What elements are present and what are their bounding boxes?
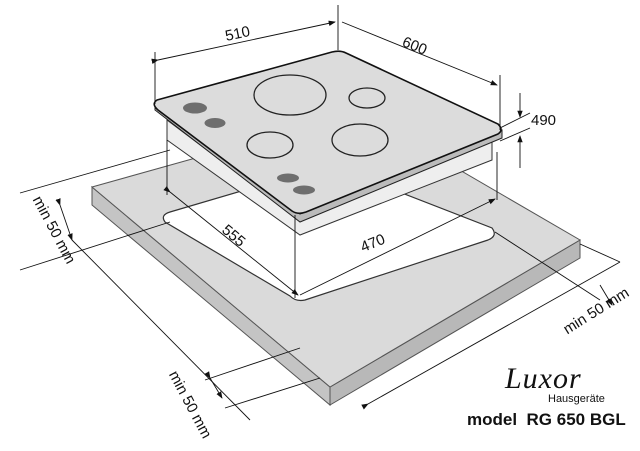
burner-medium-left <box>246 131 294 159</box>
dim-depth-label: 600 <box>400 34 430 59</box>
burner-large <box>253 74 327 116</box>
knob-icon <box>277 173 299 183</box>
knob-icon <box>183 102 207 114</box>
clearance-left-label: min 50 mm <box>29 193 79 266</box>
clearance-right-label: min 50 mm <box>560 284 632 338</box>
model-name: RG 650 BGL <box>526 410 626 429</box>
burner-small <box>348 87 386 109</box>
hob <box>153 50 503 236</box>
dim-width-label: 510 <box>224 23 252 45</box>
dimension-lines <box>19 5 621 421</box>
model-label: model RG 650 BGL <box>467 410 626 430</box>
knob-icon <box>204 118 226 128</box>
burner-medium-front <box>331 123 389 157</box>
brand-logo: Luxor <box>505 362 582 395</box>
dim-height-label: 490 <box>531 112 556 129</box>
knob-icon <box>293 185 315 195</box>
model-prefix: model <box>467 410 518 429</box>
brand-subtitle: Hausgeräte <box>548 393 605 405</box>
